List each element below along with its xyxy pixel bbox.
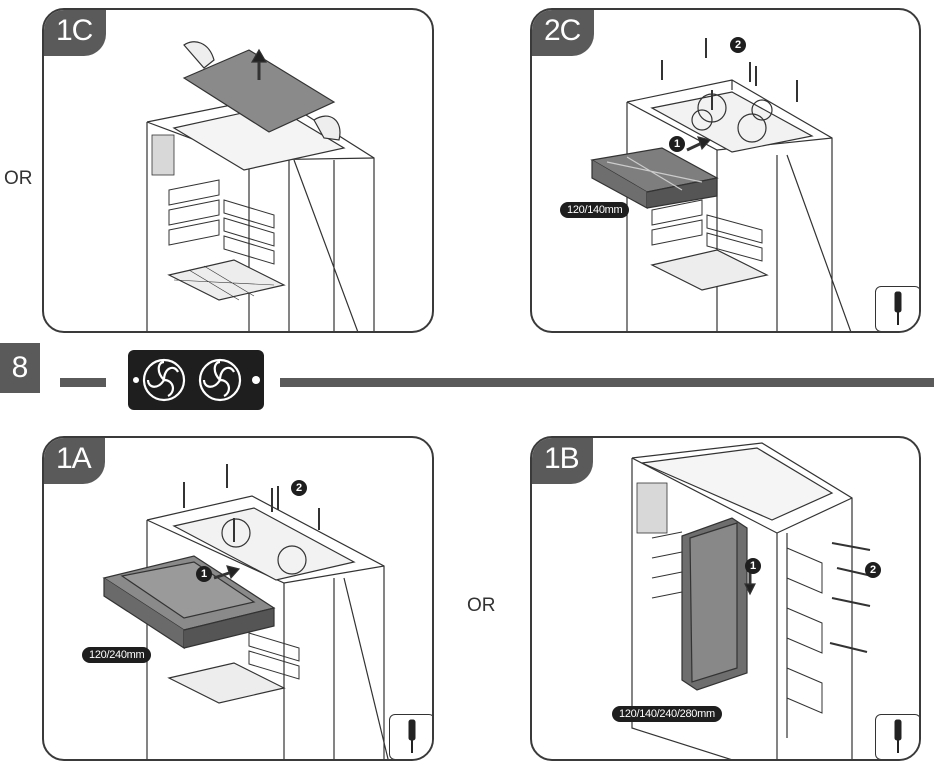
or-label-top: OR [4,168,33,189]
panel-1c: 1C [42,8,434,333]
front-radiator-install-illustration [631,442,873,759]
dimension-label: 120/140mm [560,202,630,218]
top-fan-install-illustration [590,38,852,331]
panel-1b: 1B 1 2 120/140/240/280mm [530,436,921,761]
step-badge-2: 2 [291,480,307,496]
step-tag: 2C [532,10,595,56]
step-tag: 1A [44,438,105,484]
screwdriver-icon [389,714,432,759]
section-number: 8 [0,343,40,393]
or-label-bottom: OR [467,595,496,616]
dimension-label: 120/140/240/280mm [612,706,722,722]
screwdriver-icon [875,714,919,759]
screwdriver-icon [875,286,919,331]
dimension-label: 120/240mm [82,647,152,663]
step-tag: 1C [44,10,107,56]
rule-long [280,378,934,387]
step-badge-2: 2 [865,562,881,578]
step-badge-2: 2 [730,37,746,53]
panel-2c: 2C 1 2 120/140mm [530,8,921,333]
step-tag: 1B [532,438,593,484]
step-badge-1: 1 [196,566,212,582]
rule-short [60,378,106,387]
dual-fan-radiator-icon [128,350,264,410]
top-radiator-install-illustration [102,464,389,759]
step-badge-1: 1 [669,136,685,152]
panel-1a: 1A 1 2 120/240mm [42,436,434,761]
case-top-cover-illustration [146,41,375,331]
step-badge-1: 1 [745,558,761,574]
